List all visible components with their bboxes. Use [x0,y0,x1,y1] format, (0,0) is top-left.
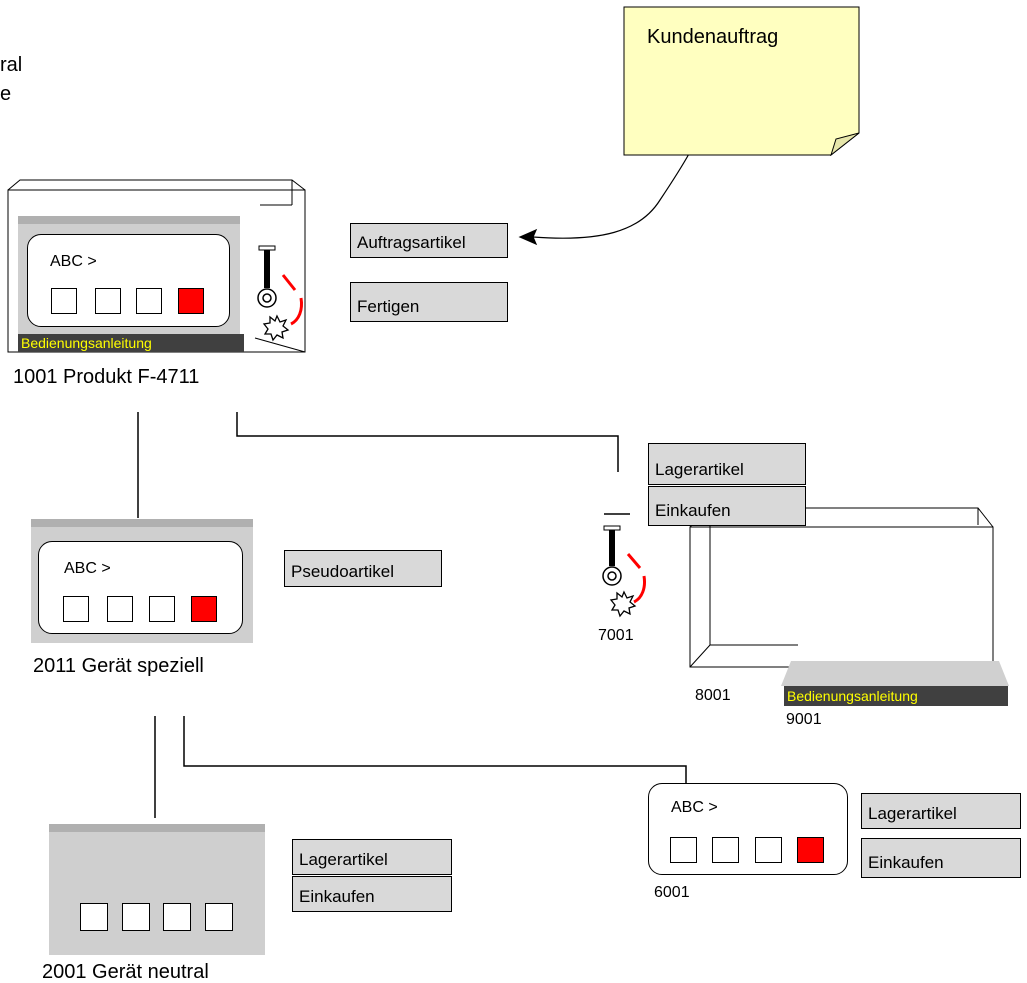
tag-order-article: Auftragsartikel [350,223,508,258]
panel-caption: 6001 [654,884,690,901]
product-manual-label: Bedienungsanleitung [21,335,152,351]
tool-icon [602,525,646,618]
hierarchy-connectors [137,412,687,818]
neutral-button-2 [122,903,150,931]
tool-caption: 7001 [598,627,634,644]
special-control-panel: ABC > [38,541,243,634]
neutral-button-1 [80,903,108,931]
product-tool-icon [257,245,303,342]
box-wireframe [689,507,994,668]
product-manual-bar: Bedienungsanleitung [18,334,244,352]
neutral-caption: 2001 Gerät neutral [42,961,209,983]
tag-tool-buy: Einkaufen [648,486,806,526]
tag-panel-stock: Lagerartikel [861,793,1021,829]
partial-label-line1: ral [0,54,23,76]
product-button-active [178,288,204,314]
panel-button-active [797,837,824,863]
neutral-device [49,824,265,955]
product-button-2 [95,288,121,314]
manual-label: Bedienungsanleitung [787,688,918,704]
manual-booklet [781,661,1009,686]
panel-6001: ABC > [648,783,848,875]
tag-tool-stock: Lagerartikel [648,443,806,485]
panel-button-1 [670,837,697,863]
tag-panel-buy: Einkaufen [861,838,1021,878]
special-button-active [191,596,217,622]
note-label: Kundenauftrag [647,26,779,48]
product-button-3 [136,288,162,314]
panel-button-2 [712,837,739,863]
partial-label-line2: e [0,83,12,105]
neutral-button-3 [163,903,191,931]
manual-caption: 9001 [786,711,822,728]
panel-screen-text: ABC > [671,799,718,816]
note-shape [623,6,860,156]
product-control-panel: ABC > [27,234,230,327]
special-button-3 [149,596,175,622]
tag-neutral-buy: Einkaufen [292,876,452,912]
special-screen-text: ABC > [64,560,111,577]
special-device: ABC > [31,519,253,643]
special-button-1 [63,596,89,622]
special-button-2 [107,596,133,622]
tag-manufacture: Fertigen [350,282,508,322]
manual-bar: Bedienungsanleitung [784,686,1008,706]
product-wireframe [7,179,306,353]
product-device: ABC > [18,216,240,334]
neutral-button-4 [205,903,233,931]
panel-button-3 [755,837,782,863]
tag-neutral-stock: Lagerartikel [292,839,452,875]
product-caption: 1001 Produkt F-4711 [13,366,200,388]
box-caption: 8001 [695,687,731,704]
product-button-1 [51,288,77,314]
product-screen-text: ABC > [50,253,97,270]
special-caption: 2011 Gerät speziell [33,655,204,677]
tag-pseudo-article: Pseudoartikel [284,550,442,587]
